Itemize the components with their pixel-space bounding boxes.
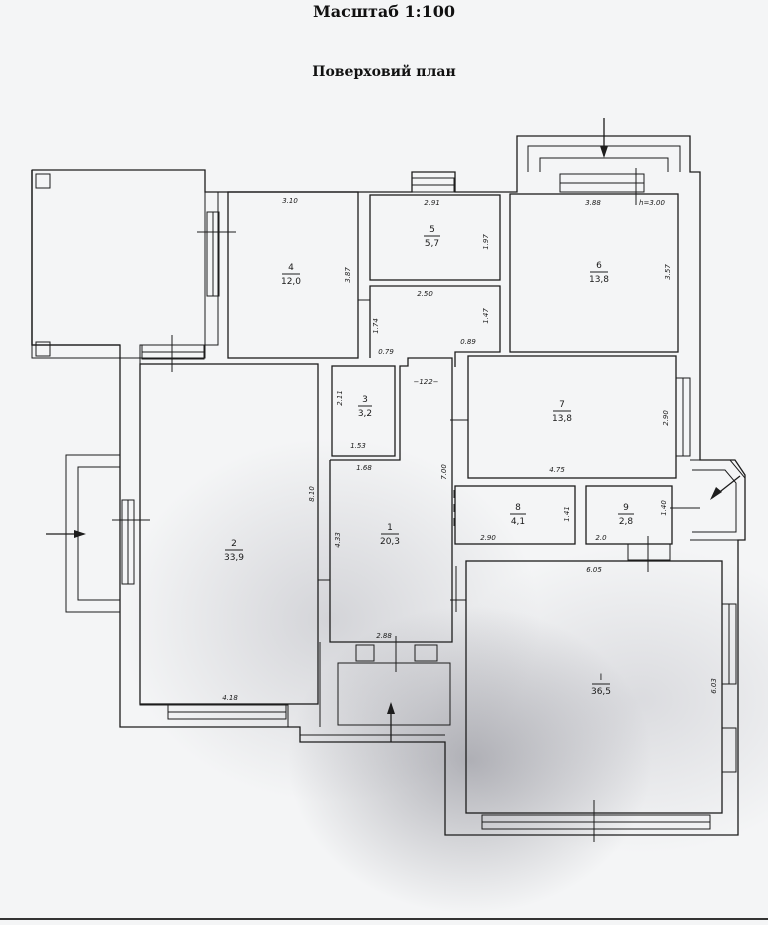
dim-label: 3.57	[664, 264, 672, 280]
room-number: 9	[623, 503, 629, 513]
dim-label: 2.11	[336, 390, 344, 406]
dimension-labels: 3.10 3.87 2.91 1.97 3.88 h=3.00 3.57 2.5…	[222, 197, 718, 702]
dim-label: 1.53	[350, 442, 366, 450]
dim-label: 1.68	[356, 464, 372, 472]
dim-label: 2.91	[424, 199, 440, 207]
arrow-icon	[710, 487, 722, 500]
dim-label: 1.41	[563, 506, 571, 522]
dim-label: 0.89	[460, 338, 476, 346]
room-area: 5,7	[425, 239, 439, 249]
room-number: 8	[515, 503, 521, 513]
ceiling-height: h=3.00	[639, 199, 665, 207]
room-8	[454, 485, 576, 545]
room-number: 3	[362, 395, 368, 405]
room-number: 4	[288, 263, 294, 273]
room-number: I	[600, 673, 603, 683]
rooms	[139, 191, 723, 814]
room-1	[329, 357, 453, 643]
entrance-arrows	[46, 118, 741, 742]
hall	[369, 285, 501, 367]
room-number: 6	[596, 261, 602, 271]
dim-label: 2.0	[595, 534, 607, 542]
dim-label: 1.97	[482, 234, 490, 250]
dim-label: 4.75	[549, 466, 565, 474]
arrow-icon	[600, 146, 608, 158]
plan-title: Поверховий план	[312, 64, 456, 80]
scale-title: Масштаб 1:100	[313, 2, 455, 21]
room-area: 20,3	[380, 537, 400, 547]
room-area: 3,2	[358, 409, 372, 419]
dim-label: 4.33	[334, 532, 342, 548]
room-number: 1	[387, 523, 393, 533]
room-3	[331, 365, 396, 457]
corridor-mark: −122−	[413, 378, 438, 386]
room-area: 13,8	[552, 414, 572, 424]
arrow-icon	[387, 702, 395, 714]
arrow-icon	[74, 530, 86, 538]
room-number: 2	[231, 539, 237, 549]
dim-label: 8.10	[308, 486, 316, 502]
dim-label: 1.40	[660, 500, 668, 516]
dim-label: 3.87	[344, 267, 352, 283]
dim-label: 7.00	[440, 464, 448, 480]
dim-label: 2.90	[662, 410, 670, 426]
dim-label: 6.03	[710, 678, 718, 694]
room-4	[227, 191, 359, 359]
page-edge-line	[0, 918, 768, 920]
room-number: 7	[559, 400, 565, 410]
room-area: 2,8	[619, 517, 634, 527]
dim-label: 2.88	[376, 632, 392, 640]
room-2	[139, 363, 319, 705]
room-area: 36,5	[591, 687, 611, 697]
room-number: 5	[429, 225, 435, 235]
room-labels: 4 12,0 5 5,7 6 13,8 3 3,2 7 13,8 2 33,9 …	[224, 225, 634, 697]
dim-label: 4.18	[222, 694, 238, 702]
dim-label: 0.79	[378, 348, 394, 356]
dim-label: 6.05	[586, 566, 602, 574]
dim-label: 2.50	[417, 290, 433, 298]
room-5	[369, 194, 501, 281]
dim-label: 2.90	[480, 534, 496, 542]
room-6	[509, 193, 679, 353]
windows	[121, 173, 737, 830]
room-area: 13,8	[589, 275, 609, 285]
dim-label: 1.74	[372, 318, 380, 334]
axis-marks	[112, 168, 700, 842]
room-area: 4,1	[511, 517, 525, 527]
room-area: 12,0	[281, 277, 301, 287]
dim-label: 3.10	[282, 197, 298, 205]
dim-label: 3.88	[585, 199, 601, 207]
room-area: 33,9	[224, 553, 244, 563]
dim-label: 1.47	[482, 308, 490, 324]
